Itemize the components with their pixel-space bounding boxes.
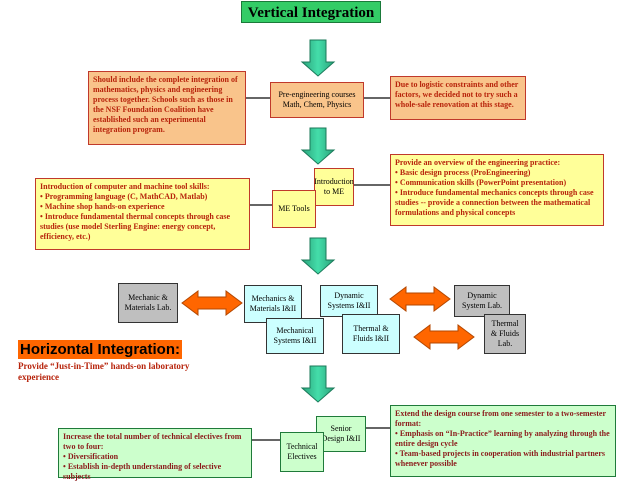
down-arrow-icon xyxy=(300,365,336,403)
mechanics-materials-box: Mechanics & Materials I&II xyxy=(244,285,302,323)
design-course-note: Extend the design course from one semest… xyxy=(390,405,616,477)
down-arrow-icon xyxy=(300,127,336,165)
list-item: Emphasis on “In-Practice” learning by an… xyxy=(395,429,611,449)
overview-list: Basic design process (ProEngineering) Co… xyxy=(395,168,599,218)
double-arrow-icon xyxy=(181,290,243,316)
list-item: Basic design process (ProEngineering) xyxy=(395,168,599,178)
page-title: Vertical Integration xyxy=(241,1,381,23)
mechanic-lab-box: Mechanic & Materials Lab. xyxy=(118,283,178,323)
list-item: Introduce fundamental mechanics concepts… xyxy=(395,188,599,218)
design-course-list: Emphasis on “In-Practice” learning by an… xyxy=(395,429,611,469)
me-tools-box: ME Tools xyxy=(272,190,316,228)
list-item: Team-based projects in cooperation with … xyxy=(395,449,611,469)
double-arrow-icon xyxy=(389,286,451,312)
down-arrow-icon xyxy=(300,237,336,275)
technical-electives-box: Technical Electives xyxy=(280,432,324,472)
electives-note: Increase the total number of technical e… xyxy=(58,428,252,481)
design-course-heading: Extend the design course from one semest… xyxy=(395,409,606,428)
intro-me-box: Introduction to ME xyxy=(314,168,354,206)
list-item: Introduce fundamental thermal concepts t… xyxy=(40,212,245,242)
horizontal-integration-title: Horizontal Integration: xyxy=(18,340,182,359)
computer-skills-note: Introduction of computer and machine too… xyxy=(35,178,250,250)
thermal-fluids-box: Thermal & Fluids I&II xyxy=(342,314,400,354)
down-arrow-icon xyxy=(300,39,336,77)
list-item: Machine shop hands-on experience xyxy=(40,202,245,212)
double-arrow-icon xyxy=(413,324,475,350)
dynamic-systems-box: Dynamic Systems I&II xyxy=(320,285,378,317)
engineering-overview-note: Provide an overview of the engineering p… xyxy=(390,154,604,226)
list-item: Communication skills (PowerPoint present… xyxy=(395,178,599,188)
pre-engineering-box: Pre-engineering courses Math, Chem, Phys… xyxy=(270,82,364,118)
computer-skills-list: Programming language (C, MathCAD, Matlab… xyxy=(40,192,245,242)
senior-design-box: Senior Design I&II xyxy=(316,416,366,452)
note-integration: Should include the complete integration … xyxy=(88,71,246,145)
overview-heading: Provide an overview of the engineering p… xyxy=(395,158,561,167)
computer-skills-heading: Introduction of computer and machine too… xyxy=(40,182,210,191)
electives-list: Diversification Establish in-depth under… xyxy=(63,452,247,482)
dynamic-lab-box: Dynamic System Lab. xyxy=(454,285,510,317)
list-item: Diversification xyxy=(63,452,247,462)
electives-heading: Increase the total number of technical e… xyxy=(63,432,242,451)
horizontal-integration-block: Horizontal Integration: Provide “Just-in… xyxy=(18,340,212,387)
thermal-lab-box: Thermal & Fluids Lab. xyxy=(484,314,526,354)
list-item: Establish in-depth understanding of sele… xyxy=(63,462,247,482)
list-item: Programming language (C, MathCAD, Matlab… xyxy=(40,192,245,202)
horizontal-integration-subtitle: Provide “Just-in-Time” hands-on laborato… xyxy=(18,361,190,382)
mechanical-systems-box: Mechanical Systems I&II xyxy=(266,318,324,354)
note-logistics: Due to logistic constraints and other fa… xyxy=(390,76,526,120)
